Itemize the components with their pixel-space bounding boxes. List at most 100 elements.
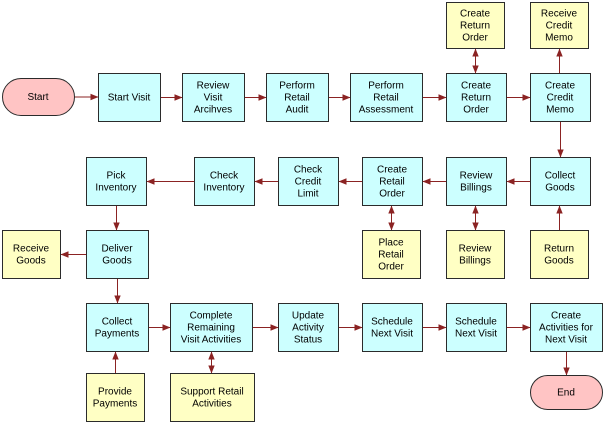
end-label-line-1: End (557, 388, 575, 399)
create-activities-for-next-visit-label-line-3: Next Visit (545, 335, 587, 346)
create-return-order-label-line-2: Return (461, 93, 491, 104)
receive-credit-memo-shape (530, 2, 589, 49)
check-credit-limit-shape (278, 157, 339, 206)
update-activity-status-label-line-1: Update (292, 311, 325, 322)
deliver-goods-shape (86, 230, 149, 279)
complete-remaining-visit-activities-label-line-2: Remaining (187, 323, 235, 334)
create-credit-memo-label-line-1: Create (545, 81, 575, 92)
create-activities-for-next-visit-label-line-1: Create (551, 311, 581, 322)
node-start-visit: Start Visit (98, 73, 161, 122)
create-return-order-note-label-line-2: Return (460, 21, 490, 32)
review-visit-archives-label-line-3: Arcihves (194, 105, 232, 116)
deliver-goods-label-line-2: Goods (102, 256, 131, 267)
receive-credit-memo-label-line-1: Receive (541, 9, 578, 20)
place-retail-order-label-line-3: Order (378, 262, 404, 273)
perform-retail-audit-shape (266, 73, 329, 122)
pick-inventory-label-line-1: Pick (107, 171, 127, 182)
collect-goods-shape (530, 157, 591, 206)
review-billings-note-label-line-2: Billings (459, 256, 491, 267)
create-return-order-label-line-3: Order (463, 105, 489, 116)
receive-goods-label-line-2: Goods (16, 256, 45, 267)
check-credit-limit-label-line-2: Credit (295, 177, 322, 188)
start-visit-shape (98, 73, 161, 122)
start-visit-label-line-1: Start Visit (108, 93, 151, 104)
receive-credit-memo-label-line-2: Credit (546, 21, 573, 32)
review-visit-archives-label-line-1: Review (197, 81, 231, 92)
check-inventory-label-line-2: Inventory (203, 183, 244, 194)
review-billings-label-line-1: Review (460, 171, 494, 182)
create-return-order-label-line-1: Create (461, 81, 491, 92)
start-shape (2, 78, 75, 116)
place-retail-order-label-line-1: Place (378, 238, 403, 249)
create-return-order-note-shape (446, 2, 505, 49)
create-return-order-note-label-line-1: Create (460, 9, 490, 20)
connectors-layer (60, 48, 570, 376)
provide-payments-shape (86, 373, 145, 422)
collect-payments-label-line-2: Payments (95, 329, 139, 340)
complete-remaining-visit-activities-label-line-1: Complete (190, 311, 233, 322)
review-billings-label-line-2: Billings (460, 183, 492, 194)
provide-payments-label-line-1: Provide (98, 387, 132, 398)
start-label-line-1: Start (27, 92, 48, 103)
schedule-next-visit-1-label-line-2: Next Visit (371, 329, 413, 340)
create-retail-order-label-line-3: Order (379, 189, 405, 200)
review-visit-archives-shape (182, 73, 245, 122)
support-retail-activities-label-line-2: Activities (192, 399, 231, 410)
support-retail-activities-shape (170, 373, 255, 422)
schedule-next-visit-1-shape (362, 303, 423, 352)
return-goods-label-line-2: Goods (544, 256, 573, 267)
perform-retail-assessment-shape (350, 73, 423, 122)
perform-retail-assessment-label-line-2: Retail (373, 93, 399, 104)
schedule-next-visit-1-label-line-1: Schedule (371, 317, 413, 328)
receive-goods-shape (2, 230, 61, 279)
collect-goods-label-line-1: Collect (545, 171, 576, 182)
update-activity-status-label-line-2: Activity (292, 323, 324, 334)
perform-retail-audit-label-line-3: Audit (286, 105, 309, 116)
create-activities-for-next-visit-shape (530, 303, 603, 352)
schedule-next-visit-2-label-line-1: Schedule (455, 317, 497, 328)
review-billings-note-shape (446, 230, 505, 279)
collect-payments-shape (86, 303, 149, 352)
review-visit-archives-label-line-2: Visit (204, 93, 223, 104)
collect-goods-label-line-2: Goods (545, 183, 574, 194)
create-credit-memo-label-line-2: Credit (547, 93, 574, 104)
place-retail-order-label-line-2: Retail (378, 250, 404, 261)
perform-retail-assessment-label-line-1: Perform (368, 81, 404, 92)
create-retail-order-label-line-1: Create (377, 165, 407, 176)
check-credit-limit-label-line-1: Check (294, 165, 323, 176)
perform-retail-audit-label-line-2: Retail (284, 93, 310, 104)
review-billings-note-label-line-1: Review (459, 244, 493, 255)
support-retail-activities-label-line-1: Support Retail (180, 387, 243, 398)
create-return-order-note-label-line-3: Order (462, 33, 488, 44)
create-credit-memo-shape (530, 73, 591, 122)
complete-remaining-visit-activities-shape (170, 303, 253, 352)
update-activity-status-shape (278, 303, 339, 352)
create-activities-for-next-visit-label-line-2: Activities for (539, 323, 594, 334)
place-retail-order-shape (362, 230, 421, 279)
pick-inventory-shape (86, 157, 147, 206)
return-goods-label-line-1: Return (544, 244, 574, 255)
collect-payments-label-line-1: Collect (102, 317, 133, 328)
check-credit-limit-label-line-3: Limit (297, 189, 318, 200)
